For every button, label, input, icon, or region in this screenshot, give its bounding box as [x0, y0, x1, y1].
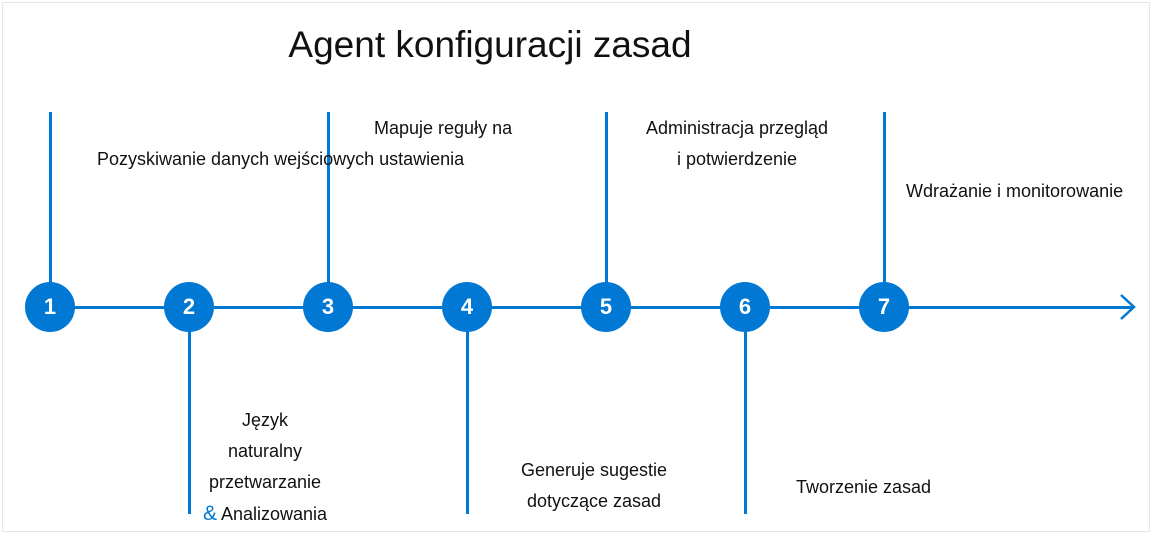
step-2-label: Język naturalny przetwarzanie & Analizow… — [190, 405, 340, 530]
step-2-line-3: przetwarzanie — [208, 472, 322, 492]
step-2-line-1: Język — [241, 410, 288, 430]
step-4-label: Generuje sugestie dotyczące zasad — [494, 455, 694, 517]
connector-7 — [883, 112, 886, 292]
step-2-line-2: naturalny — [227, 441, 303, 461]
step-1-label: Pozyskiwanie danych wejściowych ustawien… — [97, 149, 465, 169]
step-5-label: Administracja przegląd i potwierdzenie — [622, 113, 852, 175]
connector-1 — [49, 112, 52, 292]
step-2-line-4-text: Analizowania — [220, 504, 328, 524]
arrow-right-icon — [1120, 294, 1136, 320]
step-6-label: Tworzenie zasad — [796, 477, 932, 497]
diagram-title: Agent konfiguracji zasad — [288, 24, 692, 65]
step-5-line-2: i potwierdzenie — [676, 149, 798, 169]
step-7-label: Wdrażanie i monitorowanie — [906, 181, 1124, 201]
step-4-line-2: dotyczące zasad — [526, 491, 662, 511]
connector-5 — [605, 112, 608, 292]
step-4-line-1: Generuje sugestie — [520, 460, 668, 480]
step-2-marker: 2 — [164, 282, 214, 332]
step-6-marker: 6 — [720, 282, 770, 332]
connector-6 — [744, 320, 747, 514]
step-1-marker: 1 — [25, 282, 75, 332]
step-2-line-4: & Analizowania — [190, 498, 340, 530]
step-5-line-1: Administracja przegląd — [645, 118, 829, 138]
connector-4 — [466, 320, 469, 514]
step-3-label: Mapuje reguły na — [374, 118, 513, 138]
step-7-marker: 7 — [859, 282, 909, 332]
step-5-marker: 5 — [581, 282, 631, 332]
ampersand: & — [202, 502, 217, 525]
connector-2 — [188, 320, 191, 514]
connector-3 — [327, 112, 330, 292]
step-3-marker: 3 — [303, 282, 353, 332]
step-4-marker: 4 — [442, 282, 492, 332]
